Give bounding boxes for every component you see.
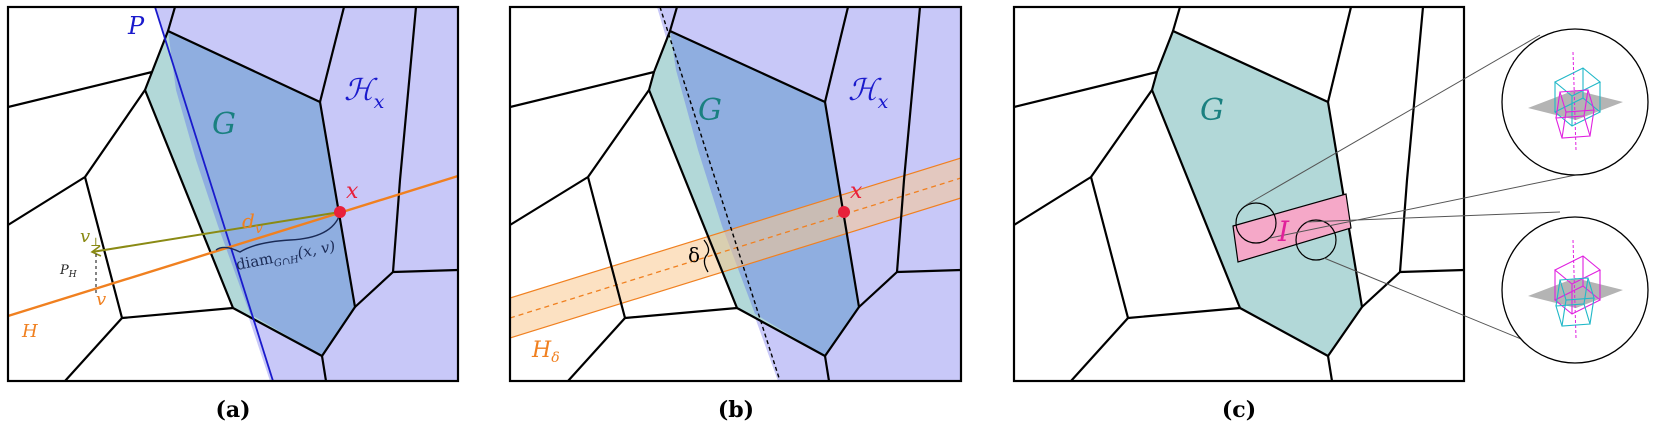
line-h-label: H bbox=[21, 321, 38, 342]
region-label: G bbox=[212, 107, 236, 142]
interval-i bbox=[1232, 193, 1352, 263]
zoom-connector bbox=[1245, 34, 1541, 206]
plane-p-dashed bbox=[659, 7, 781, 381]
halfspace-label: ℋx bbox=[344, 73, 385, 113]
region-overlap bbox=[168, 31, 355, 356]
voronoi-cells bbox=[510, 7, 961, 381]
plane-label: P bbox=[127, 12, 145, 40]
diam-brace bbox=[215, 213, 341, 253]
vperp-label: v⊥ bbox=[80, 226, 101, 249]
zoom-source-top bbox=[1235, 202, 1277, 244]
voronoi-cells bbox=[8, 7, 458, 381]
slab-label: Hδ bbox=[531, 338, 560, 366]
point-x bbox=[334, 206, 346, 218]
region-overlap bbox=[670, 31, 859, 356]
panel-b: G ℋx x δ Hδ (b) bbox=[508, 5, 963, 423]
proj-label: PH bbox=[59, 263, 77, 280]
delta-brace bbox=[703, 239, 710, 273]
region-g bbox=[1152, 31, 1362, 356]
plane-p bbox=[154, 7, 274, 381]
voronoi-cells bbox=[1014, 7, 1464, 381]
halfspace-label: ℋx bbox=[848, 73, 889, 113]
point-x-label: x bbox=[850, 179, 863, 204]
caption-a: (a) bbox=[215, 397, 250, 423]
vector-vperp bbox=[91, 211, 341, 253]
point-x-label: x bbox=[346, 179, 359, 204]
zoom-view-top bbox=[1501, 28, 1649, 176]
panel-c: G I (c) bbox=[1012, 5, 1649, 423]
region-label: G bbox=[698, 93, 722, 128]
line-h bbox=[8, 174, 458, 318]
point-x bbox=[838, 206, 850, 218]
region-label: G bbox=[1200, 93, 1224, 128]
caption-b: (b) bbox=[718, 397, 754, 423]
dist-label: dv bbox=[242, 209, 263, 237]
v-label: v bbox=[96, 289, 106, 310]
interval-label: I bbox=[1277, 215, 1290, 248]
zoom-source-bottom bbox=[1295, 219, 1337, 261]
zoom-connector bbox=[1305, 211, 1561, 223]
zoom-view-bottom bbox=[1501, 216, 1649, 364]
zoom-connector bbox=[1269, 169, 1601, 239]
slab-center-dashed bbox=[510, 177, 961, 319]
panel-a: P G ℋx x dv v⊥ PH v H diamG∩H(x, v) (a) bbox=[6, 5, 460, 423]
caption-c: (c) bbox=[1222, 397, 1256, 423]
vector-vperp-arrowhead bbox=[90, 245, 102, 257]
delta-label: δ bbox=[688, 243, 700, 267]
